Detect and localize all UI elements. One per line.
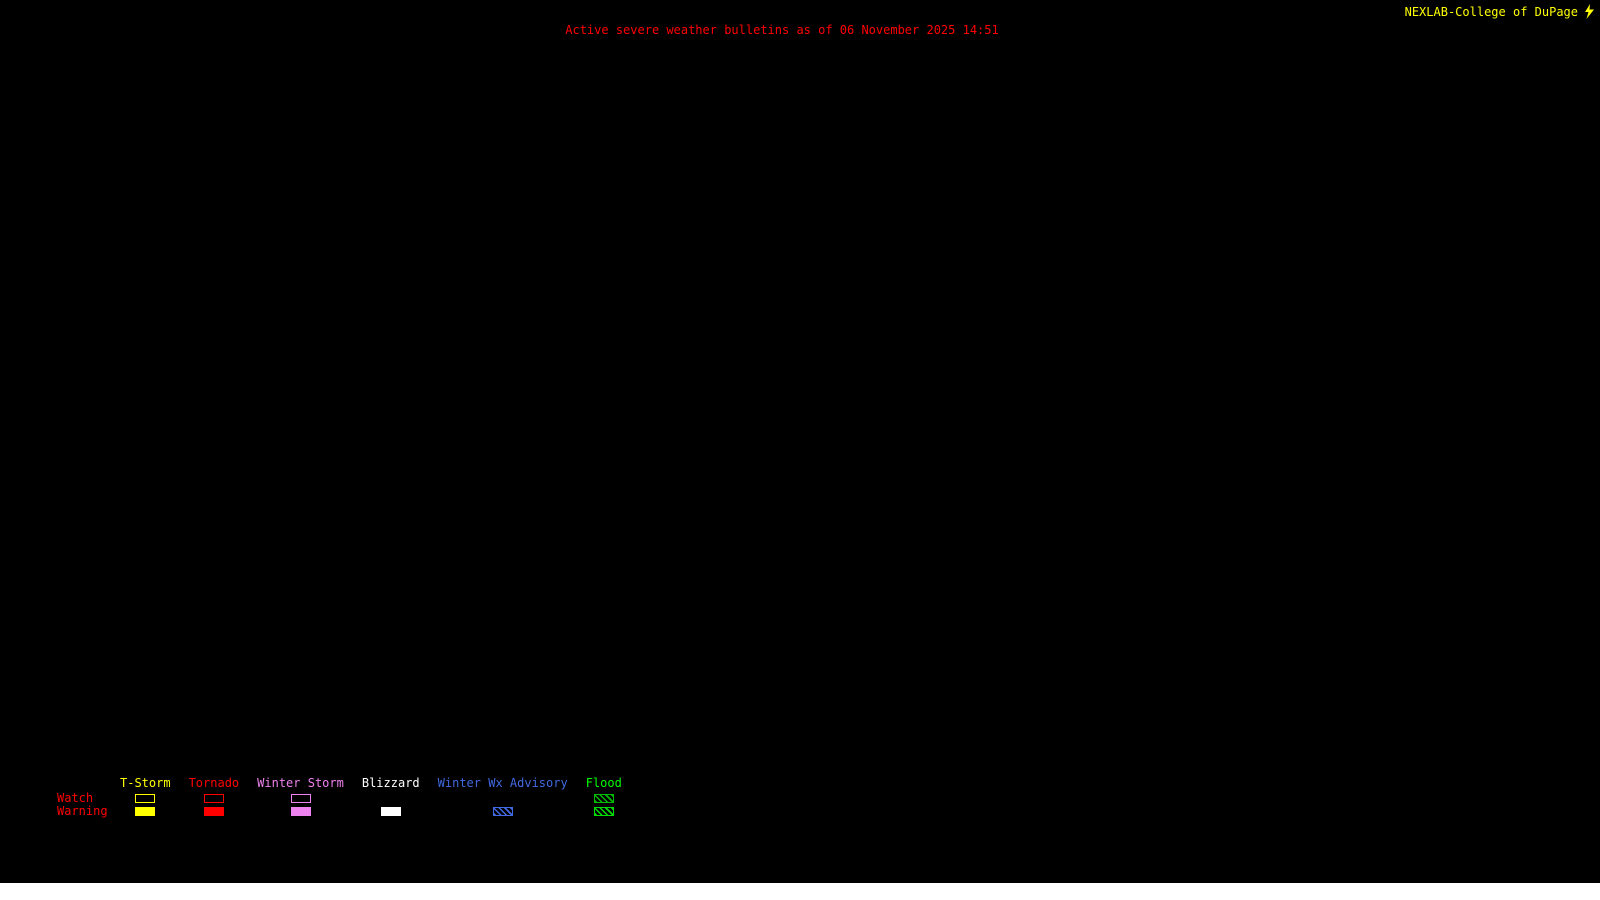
legend-column: Winter Storm (257, 776, 344, 818)
legend-watch-swatch (290, 794, 311, 803)
legend-row-labels: Watch Warning (57, 792, 108, 818)
legend-row-label-warning: Warning (57, 804, 108, 818)
legend: Watch Warning T-Storm Tornado Winter Sto… (0, 776, 1600, 820)
legend-warning-swatch-row (492, 805, 513, 818)
legend-watch-swatch-row (381, 792, 401, 805)
legend-watch-swatch-row (135, 792, 156, 805)
legend-warning-swatch-row (203, 805, 224, 818)
legend-row-label-watch: Watch (57, 791, 94, 805)
legend-column: Tornado (188, 776, 240, 818)
legend-column: Winter Wx Advisory (438, 776, 568, 818)
legend-column: Blizzard (362, 776, 420, 818)
brand-text: NEXLAB-College of DuPage (1404, 4, 1578, 19)
lightning-icon (1585, 4, 1594, 19)
legend-column-label: Winter Wx Advisory (437, 776, 568, 790)
legend-warning-swatch-row (135, 805, 156, 818)
map-title: Active severe weather bulletins as of 06… (565, 23, 999, 37)
legend-column: Flood (586, 776, 622, 818)
legend-warning-swatch (135, 807, 156, 816)
legend-warning-swatch (593, 807, 614, 816)
legend-watch-swatch (203, 794, 224, 803)
legend-watch-swatch-row (593, 792, 614, 805)
legend-watch-swatch-row (203, 792, 224, 805)
legend-warning-swatch-row (593, 805, 614, 818)
page-bottom-strip (0, 883, 1600, 900)
legend-column-label: Flood (585, 776, 622, 790)
legend-watch-swatch (135, 794, 156, 803)
legend-watch-swatch (593, 794, 614, 803)
legend-warning-swatch (203, 807, 224, 816)
legend-column: T-Storm (120, 776, 171, 818)
legend-warning-swatch (492, 807, 513, 816)
legend-column-label: T-Storm (120, 776, 171, 790)
brand: NEXLAB-College of DuPage (1405, 4, 1596, 19)
legend-column-label: Winter Storm (257, 776, 344, 790)
legend-column-label: Blizzard (361, 776, 420, 790)
legend-warning-swatch-row (380, 805, 401, 818)
legend-warning-swatch (290, 807, 311, 816)
legend-columns: T-Storm Tornado Winter Storm Blizzard (120, 776, 622, 818)
legend-warning-swatch (380, 807, 401, 816)
legend-warning-swatch-row (290, 805, 311, 818)
legend-watch-swatch-row (290, 792, 311, 805)
legend-watch-swatch-row (493, 792, 513, 805)
legend-column-label: Tornado (188, 776, 240, 790)
